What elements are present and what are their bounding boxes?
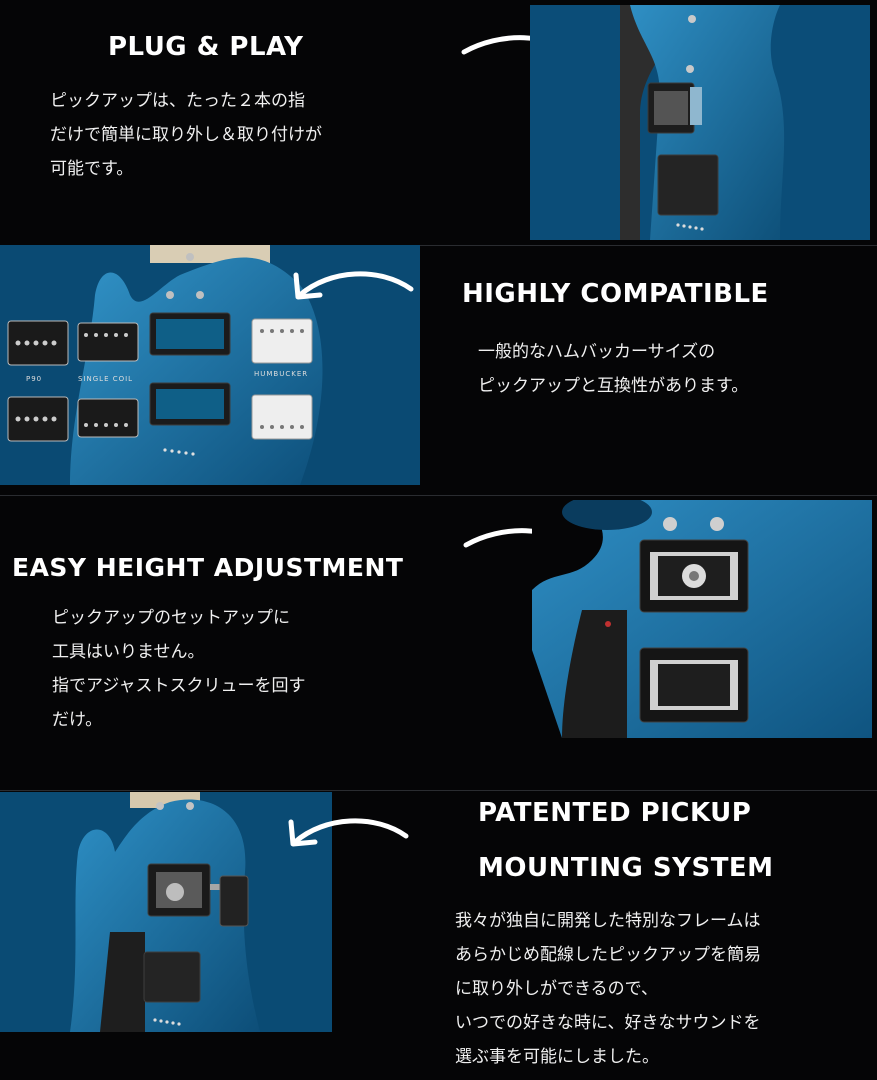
heading-line: PATENTED PICKUP: [478, 798, 752, 828]
text-line: に取り外しができるので、: [455, 979, 658, 999]
curved-arrow-left-icon: [288, 818, 409, 847]
section-highly-compatible: P90 SINGLE COIL HUMBUCKER HIGHLY COMPATI…: [0, 245, 877, 495]
text-line: 我々が独自に開発した特別なフレームは: [455, 911, 761, 931]
plug-and-play-description: ピックアップは、たった２本の指 だけで簡単に取り外し＆取り付けが 可能です。: [50, 84, 322, 186]
pickup-label-p90: P90: [26, 375, 43, 383]
patented-mounting-system-description: 我々が独自に開発した特別なフレームは あらかじめ配線したピックアップを簡易 に取…: [455, 904, 761, 1074]
text-line: 指でアジャストスクリューを回す: [52, 676, 306, 696]
text-line: 一般的なハムバッカーサイズの: [478, 342, 716, 362]
text-line: 可能です。: [50, 159, 134, 179]
easy-height-adjustment-description: ピックアップのセットアップに 工具はいりません。 指でアジャストスクリューを回す…: [52, 601, 305, 737]
curved-arrow-left-icon: [293, 271, 414, 300]
section-divider: [0, 790, 877, 791]
section-divider: [0, 495, 877, 496]
pickup-label-humbucker: HUMBUCKER: [254, 370, 309, 378]
text-line: だけ。: [52, 710, 103, 730]
section-easy-height-adjustment: EASY HEIGHT ADJUSTMENT ピックアップのセットアップに 工具…: [0, 495, 877, 790]
highly-compatible-description: 一般的なハムバッカーサイズの ピックアップと互換性があります。: [478, 335, 748, 403]
guitar-photo-pickup-removal: [530, 5, 870, 240]
pickup-label-single-coil: SINGLE COIL: [78, 375, 134, 383]
text-line: 選ぶ事を可能にしました。: [455, 1047, 659, 1067]
section-patented-mounting-system: PATENTED PICKUP MOUNTING SYSTEM 我々が独自に開発…: [0, 790, 877, 1080]
text-line: だけで簡単に取り外し＆取り付けが: [50, 125, 322, 145]
heading-line: MOUNTING SYSTEM: [478, 853, 774, 883]
text-line: ピックアップのセットアップに: [52, 608, 290, 628]
guitar-photo-height-adjustment: [532, 500, 872, 738]
text-line: 工具はいりません。: [52, 642, 205, 662]
text-line: ピックアップと互換性があります。: [478, 376, 749, 396]
text-line: あらかじめ配線したピックアップを簡易: [455, 945, 761, 965]
guitar-photo-mounting-frame: [0, 792, 332, 1032]
plug-and-play-heading: PLUG & PLAY: [108, 32, 304, 62]
text-line: ピックアップは、たった２本の指: [50, 91, 305, 111]
section-plug-and-play: PLUG & PLAY ピックアップは、たった２本の指 だけで簡単に取り外し＆取…: [0, 0, 877, 245]
highly-compatible-heading: HIGHLY COMPATIBLE: [462, 279, 769, 309]
guitar-photo-pickup-types: P90 SINGLE COIL HUMBUCKER: [0, 245, 420, 485]
section-divider: [0, 245, 877, 246]
easy-height-adjustment-heading: EASY HEIGHT ADJUSTMENT: [12, 553, 404, 582]
text-line: いつでの好きな時に、好きなサウンドを: [455, 1013, 761, 1033]
